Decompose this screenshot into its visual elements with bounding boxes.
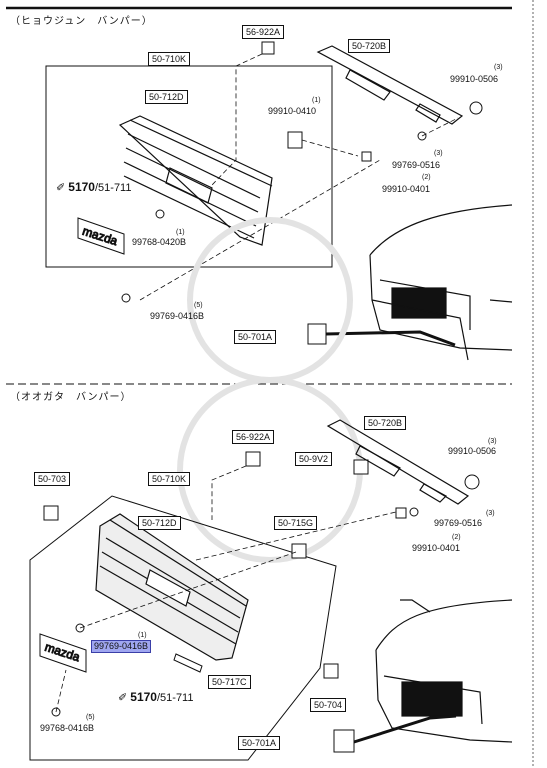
bracket-lower <box>326 419 470 505</box>
section-header-standard-bumper: （ヒョウジュン バンパー） <box>10 16 153 27</box>
part-label-50-701a: 50-701A <box>234 330 277 344</box>
qty-99769-0516: (3) <box>434 150 443 157</box>
part-label-50-712d: 50-712D <box>145 90 188 104</box>
part-label-50-704: 50-704 <box>310 698 347 712</box>
svg-text:mazda: mazda <box>43 640 82 665</box>
ref-5170-upper: ✐ 5170/51-711 <box>56 180 132 194</box>
part-label-50-712d-lower: 50-712D <box>138 516 181 530</box>
bolt-label-99910-0506: 99910-0506 <box>450 74 499 84</box>
part-label-50-710k: 50-710K <box>148 52 191 66</box>
part-label-50-720b: 50-720B <box>348 39 391 53</box>
part-label-50-720b-lower: 50-720B <box>364 416 407 430</box>
qty-99910-0506-lower: (3) <box>488 438 497 445</box>
section-header-large-bumper: （オオガタ バンパー） <box>10 392 132 403</box>
bolt-label-99910-0401: 99910-0401 <box>382 184 431 194</box>
ref-arrow-icon: ✐ <box>56 182 69 194</box>
part-label-50-9v2: 50-9V2 <box>295 452 333 466</box>
grille-upper <box>118 115 273 246</box>
bolt-label-99910-0401-lower: 99910-0401 <box>412 543 461 553</box>
bolt-label-99769-0416b-highlighted[interactable]: 99769-0416B <box>91 640 152 653</box>
qty-99910-0401: (2) <box>422 174 431 181</box>
part-label-50-715g: 50-715G <box>274 516 318 530</box>
bolt-label-99768-0416b-lower: 99768-0416B <box>40 723 95 733</box>
bolt-label-99769-0516-lower: 99769-0516 <box>434 518 483 528</box>
part-label-56-922a: 56-922A <box>242 25 285 39</box>
qty-99910-0506: (3) <box>494 64 503 71</box>
emblem-lower: mazda <box>39 633 87 673</box>
svg-text:mazda: mazda <box>81 224 120 249</box>
bolt-label-99910-0410: 99910-0410 <box>268 106 317 116</box>
qty-99910-0410: (1) <box>312 97 321 104</box>
qty-99769-0516-lower: (3) <box>486 510 495 517</box>
part-label-50-703: 50-703 <box>34 472 71 486</box>
emblem-upper: mazda <box>77 217 125 255</box>
part-label-50-717c: 50-717C <box>208 675 251 689</box>
qty-99768-0416b-lower: (5) <box>86 714 95 721</box>
ref-5170-lower: ✐ 5170/51-711 <box>118 690 194 704</box>
qty-99769-0416b-lower: (1) <box>138 632 147 639</box>
grille-lower <box>95 513 249 661</box>
bolt-label-99910-0506-lower: 99910-0506 <box>448 446 497 456</box>
bolt-label-99768-0420b: 99768-0420B <box>132 237 187 247</box>
qty-99768-0420b: (1) <box>176 229 185 236</box>
qty-99769-0416b: (5) <box>194 302 203 309</box>
bolt-label-99769-0516: 99769-0516 <box>392 160 441 170</box>
van-front-upper <box>369 204 513 361</box>
bolt-label-99769-0416b: 99769-0416B <box>150 311 205 321</box>
van-front-lower <box>375 599 513 743</box>
part-label-56-922a-lower: 56-922A <box>232 430 275 444</box>
qty-99910-0401-lower: (2) <box>452 534 461 541</box>
ref-arrow-icon: ✐ <box>118 692 131 704</box>
part-label-50-710k-lower: 50-710K <box>148 472 191 486</box>
part-label-50-701a-lower: 50-701A <box>238 736 281 750</box>
bracket-upper <box>316 45 464 125</box>
